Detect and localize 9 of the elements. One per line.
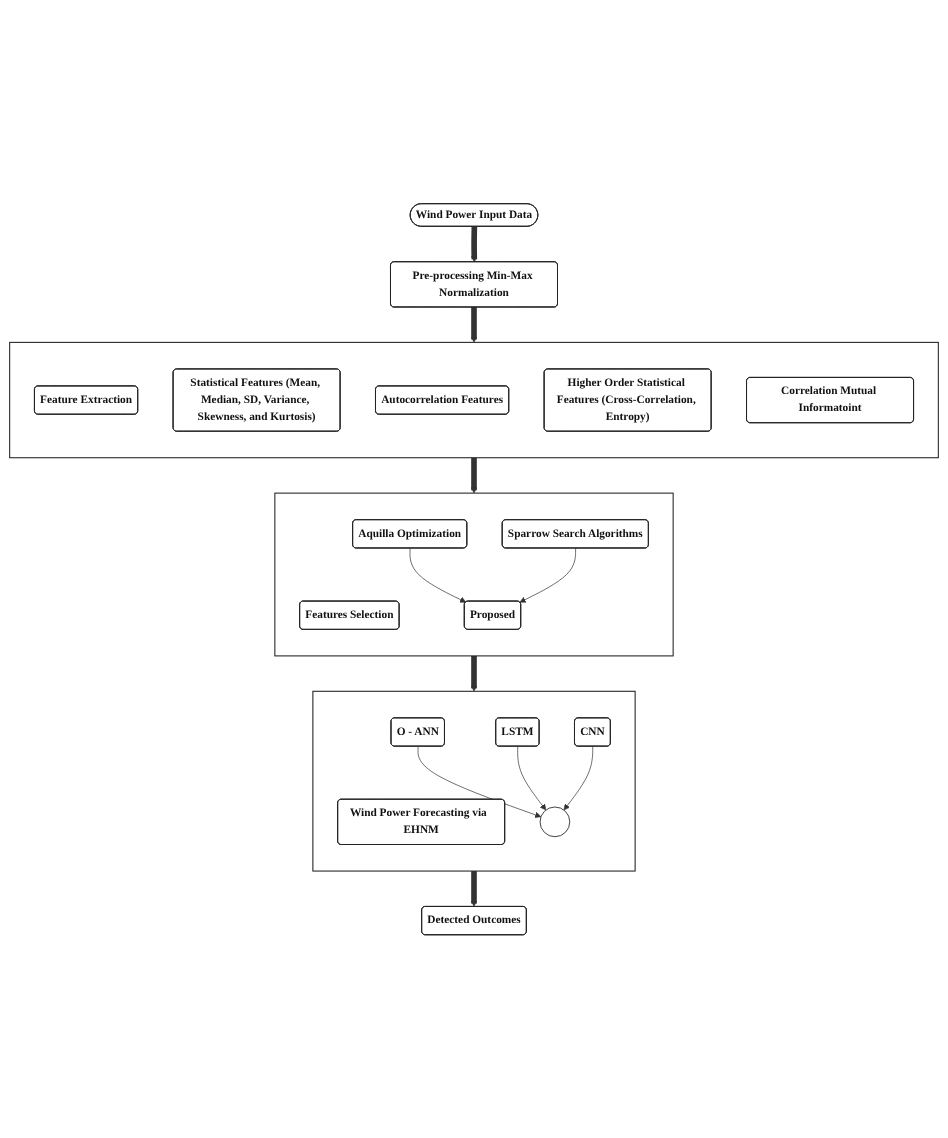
arrow bbox=[470, 870, 478, 907]
cluster bbox=[274, 492, 674, 657]
cluster bbox=[9, 341, 939, 459]
arrow bbox=[470, 655, 478, 692]
arrow bbox=[471, 226, 478, 263]
arrow bbox=[470, 457, 478, 494]
cluster bbox=[312, 690, 636, 872]
node-circle bbox=[539, 806, 571, 837]
arrow bbox=[470, 306, 478, 343]
